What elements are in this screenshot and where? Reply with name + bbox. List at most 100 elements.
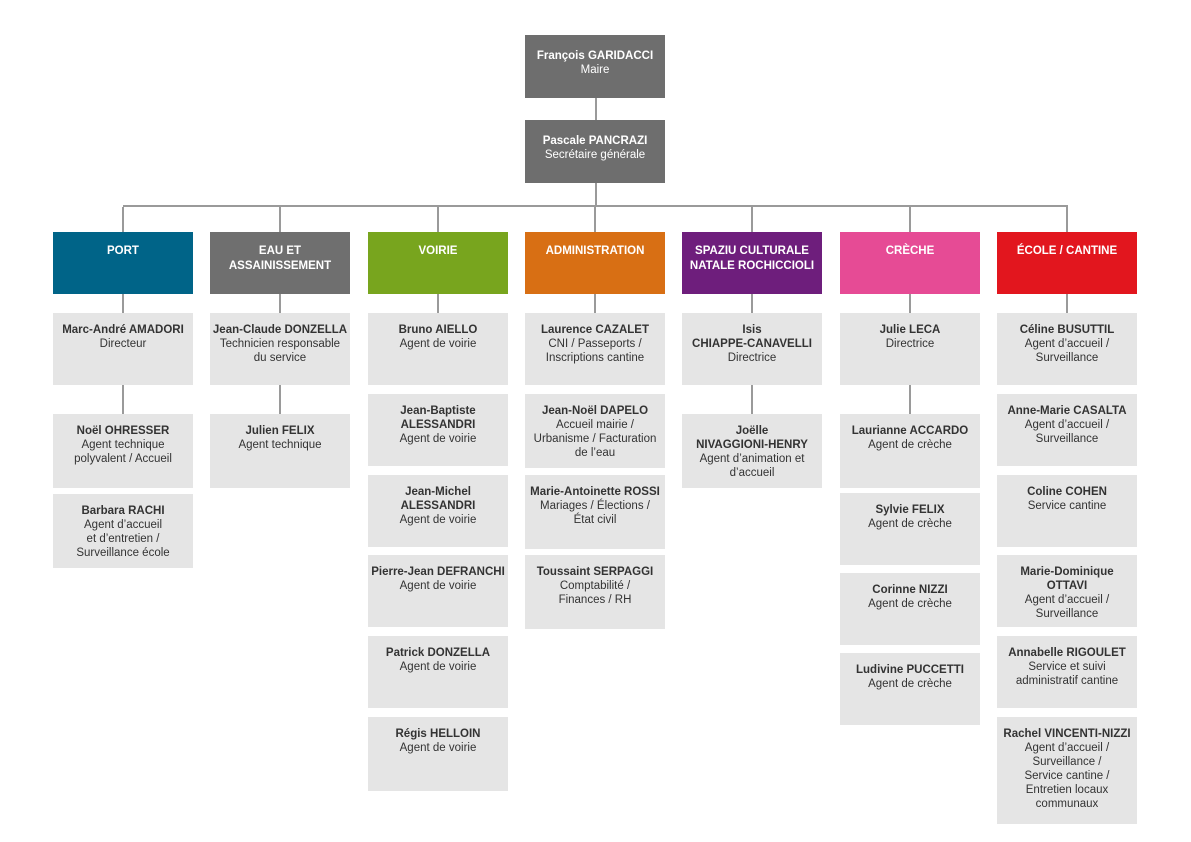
connector-header-first-card xyxy=(437,294,439,313)
staff-name: Laurianne ACCARDO xyxy=(851,425,969,437)
staff-role: Agent de voirie xyxy=(399,661,477,673)
staff-role: Agent technique xyxy=(238,439,322,451)
staff-role: Service cantine xyxy=(1027,500,1107,512)
staff-role: Service et suivi administratif cantine xyxy=(1015,661,1119,687)
staff-role: Agent de crèche xyxy=(868,598,952,610)
department-bus-line xyxy=(123,205,1068,207)
department-header-creche: CRÈCHE xyxy=(840,232,980,294)
staff-card: Jean-Claude DONZELLA Technicien responsab… xyxy=(210,313,350,385)
staff-name: Jean-Noël DAPELO xyxy=(541,405,649,417)
staff-name: Régis HELLOIN xyxy=(395,728,481,740)
connector-bus-port xyxy=(122,207,124,232)
staff-card: Céline BUSUTTIL Agent d’accueil / Surveil… xyxy=(997,313,1137,385)
staff-name: Ludivine PUCCETTI xyxy=(856,664,964,676)
connector-bus-eau-et-assainissement xyxy=(279,207,281,232)
staff-card: Rachel VINCENTI-NIZZI Agent d’accueil / S… xyxy=(997,717,1137,824)
staff-card: Marie-Antoinette ROSSI Mariages / Électio… xyxy=(525,475,665,549)
staff-role: Agent d’accueil / Surveillance xyxy=(1024,594,1110,620)
staff-role: Directrice xyxy=(885,338,935,350)
secretary-name: Pascale PANCRAZI xyxy=(542,135,648,147)
staff-name: Julie LECA xyxy=(879,324,941,336)
staff-name: Julien FELIX xyxy=(245,425,315,437)
connector-bus-spaziu-culturale-natale-rochiccioli xyxy=(751,207,753,232)
department-header-voirie: VOIRIE xyxy=(368,232,508,294)
staff-name: Marie-Antoinette ROSSI xyxy=(530,486,660,498)
staff-name: Toussaint SERPAGGI xyxy=(536,566,654,578)
staff-role: Agent de crèche xyxy=(868,678,952,690)
staff-card: Julie LECA Directrice xyxy=(840,313,980,385)
connector-bus-administration xyxy=(594,207,596,232)
staff-name: Barbara RACHI xyxy=(81,505,165,517)
connector-header-first-card xyxy=(594,294,596,313)
staff-card: Patrick DONZELLA Agent de voirie xyxy=(368,636,508,708)
connector-bus-creche xyxy=(909,207,911,232)
department-header-eau-et-assainissement: EAU ET ASSAINISSEMENT xyxy=(210,232,350,294)
department-header-ecole-cantine: ÉCOLE / CANTINE xyxy=(997,232,1137,294)
connector-header-first-card xyxy=(751,294,753,313)
staff-card: Coline COHEN Service cantine xyxy=(997,475,1137,547)
staff-name: Annabelle RIGOULET xyxy=(1008,647,1126,659)
staff-name: Jean-Claude DONZELLA xyxy=(212,324,348,336)
staff-card: Noël OHRESSER Agent technique polyvalent … xyxy=(53,414,193,488)
connector-bus-ecole-cantine xyxy=(1066,207,1068,232)
staff-name: Céline BUSUTTIL xyxy=(1019,324,1115,336)
department-title: VOIRIE xyxy=(418,245,458,257)
staff-role: Mariages / Élections / État civil xyxy=(540,500,650,526)
secretary-role: Secrétaire générale xyxy=(544,149,646,161)
staff-role: Accueil mairie / Urbanisme / Facturation… xyxy=(533,419,657,459)
connector-header-first-card xyxy=(909,294,911,313)
connector-card-card xyxy=(751,385,753,414)
staff-name: Corinne NIZZI xyxy=(872,584,948,596)
staff-card: Toussaint SERPAGGI Comptabilité / Finance… xyxy=(525,555,665,629)
connector-bus-voirie xyxy=(437,207,439,232)
staff-name: Patrick DONZELLA xyxy=(385,647,491,659)
staff-role: Directeur xyxy=(99,338,147,350)
connector-secretary-bus xyxy=(595,183,597,205)
staff-role: Agent d’accueil / Surveillance xyxy=(1024,419,1110,445)
staff-role: Agent de voirie xyxy=(399,742,477,754)
staff-name: Anne-Marie CASALTA xyxy=(1007,405,1127,417)
staff-role: Agent d’accueil / Surveillance xyxy=(1024,338,1110,364)
staff-card: Isis CHIAPPE-CANAVELLI Directrice xyxy=(682,313,822,385)
connector-mayor-secretary xyxy=(595,98,597,120)
staff-role: Comptabilité / Finances / RH xyxy=(558,580,632,606)
department-title: PORT xyxy=(107,245,139,257)
mayor-name: François GARIDACCI xyxy=(536,50,654,62)
staff-card: Barbara RACHI Agent d’accueil et d’entret… xyxy=(53,494,193,568)
staff-card: Régis HELLOIN Agent de voirie xyxy=(368,717,508,791)
staff-role: Agent d’accueil / Surveillance / Service… xyxy=(1024,742,1110,810)
staff-name: Rachel VINCENTI-NIZZI xyxy=(1003,728,1131,740)
connector-card-card xyxy=(122,385,124,414)
staff-role: Agent de crèche xyxy=(868,518,952,530)
connector-header-first-card xyxy=(279,294,281,313)
staff-name: Pierre-Jean DEFRANCHI xyxy=(371,566,505,578)
mayor-role: Maire xyxy=(580,64,610,76)
staff-role: Agent technique polyvalent / Accueil xyxy=(74,439,172,465)
staff-role: Agent d’accueil et d’entretien / Surveil… xyxy=(76,519,170,559)
department-title: ÉCOLE / CANTINE xyxy=(1016,245,1118,257)
staff-name: Noël OHRESSER xyxy=(76,425,170,437)
department-title: ADMINISTRATION xyxy=(545,245,645,257)
staff-card: Jean-Noël DAPELO Accueil mairie / Urbanis… xyxy=(525,394,665,468)
secretary-box: Pascale PANCRAZI Secrétaire générale xyxy=(525,120,665,183)
staff-name: Jean-Baptiste ALESSANDRI xyxy=(400,405,476,431)
staff-name: Marie-Dominique OTTAVI xyxy=(1020,566,1114,592)
staff-name: Jean-Michel ALESSANDRI xyxy=(400,486,476,512)
staff-role: Technicien responsable du service xyxy=(219,338,341,364)
department-title: EAU ET ASSAINISSEMENT xyxy=(228,245,332,272)
staff-role: Agent d’animation et d’accueil xyxy=(699,453,805,479)
department-title: CRÈCHE xyxy=(885,245,935,257)
staff-name: Coline COHEN xyxy=(1027,486,1107,498)
staff-role: Directrice xyxy=(727,352,777,364)
staff-name: Isis CHIAPPE-CANAVELLI xyxy=(692,324,812,350)
staff-card: Annabelle RIGOULET Service et suivi admin… xyxy=(997,636,1137,708)
